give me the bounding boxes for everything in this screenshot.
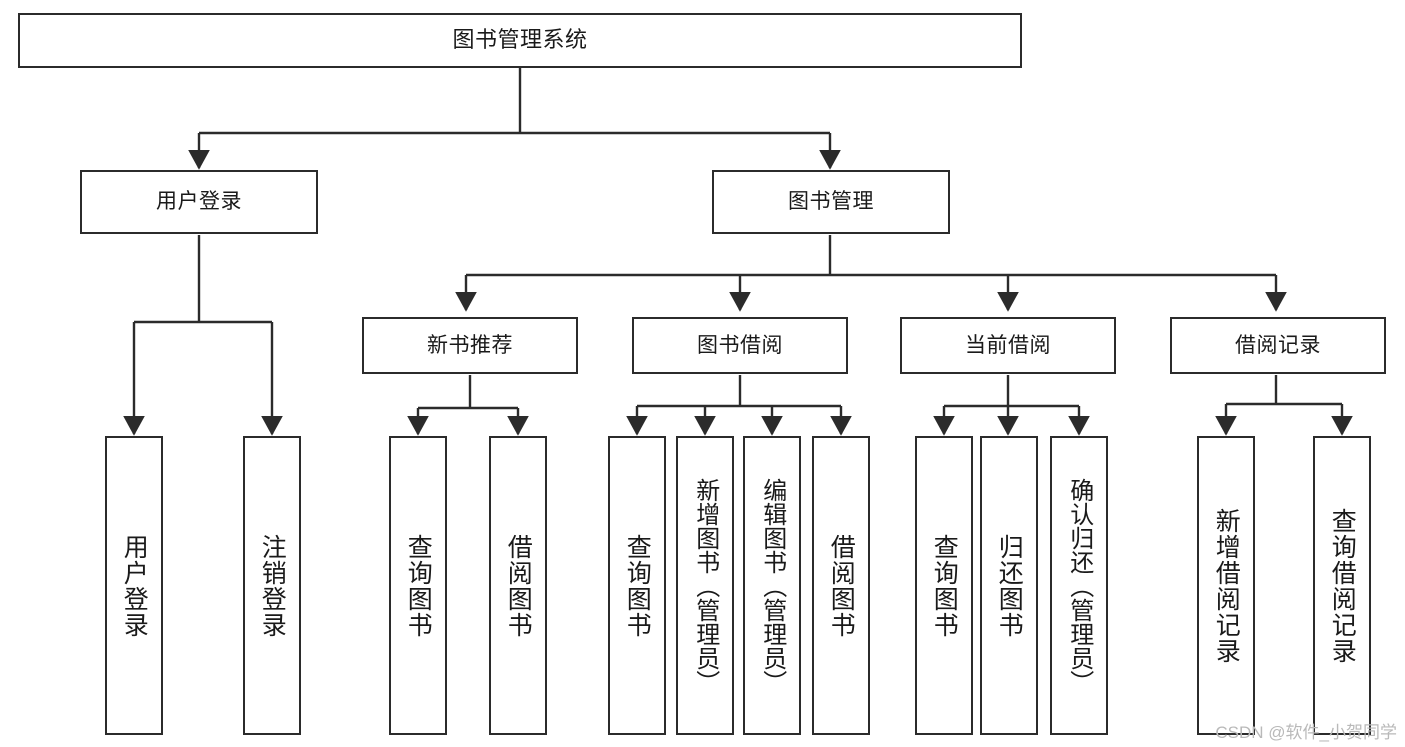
- node-label: 查询图书: [930, 533, 959, 638]
- node-root-library-system[interactable]: 图书管理系统: [18, 13, 1022, 68]
- csdn-watermark: CSDN @软件_小贺同学: [1215, 723, 1397, 742]
- node-current-borrow[interactable]: 当前借阅: [900, 317, 1116, 374]
- node-label: 用户登录: [156, 190, 242, 214]
- node-label: 借阅图书: [827, 533, 856, 638]
- node-label: 新增图书（管理员）: [691, 477, 719, 694]
- leaf-add-book-admin[interactable]: 新增图书（管理员）: [676, 436, 734, 735]
- node-label: 借阅记录: [1235, 333, 1321, 357]
- leaf-user-login[interactable]: 用户登录: [105, 436, 163, 735]
- node-label: 归还图书: [995, 533, 1024, 638]
- leaf-borrow-book-recommend[interactable]: 借阅图书: [489, 436, 547, 735]
- node-label: 注销登录: [258, 533, 287, 638]
- node-label: 当前借阅: [965, 333, 1051, 357]
- node-label: 图书管理系统: [452, 27, 588, 53]
- node-label: 图书借阅: [697, 333, 783, 357]
- node-user-login[interactable]: 用户登录: [80, 170, 318, 234]
- leaf-add-borrow-record[interactable]: 新增借阅记录: [1197, 436, 1255, 735]
- node-label: 图书管理: [788, 190, 874, 214]
- node-label: 新书推荐: [427, 333, 513, 357]
- node-label: 查询图书: [404, 533, 433, 638]
- leaf-edit-book-admin[interactable]: 编辑图书（管理员）: [743, 436, 801, 735]
- leaf-query-book-borrow[interactable]: 查询图书: [608, 436, 666, 735]
- node-label: 确认归还（管理员）: [1065, 477, 1093, 694]
- leaf-confirm-return-admin[interactable]: 确认归还（管理员）: [1050, 436, 1108, 735]
- leaf-user-logout[interactable]: 注销登录: [243, 436, 301, 735]
- node-book-borrow[interactable]: 图书借阅: [632, 317, 848, 374]
- node-label: 用户登录: [120, 533, 149, 638]
- leaf-query-book-current[interactable]: 查询图书: [915, 436, 973, 735]
- node-book-management[interactable]: 图书管理: [712, 170, 950, 234]
- leaf-query-book-recommend[interactable]: 查询图书: [389, 436, 447, 735]
- node-label: 查询图书: [623, 533, 652, 638]
- leaf-borrow-book[interactable]: 借阅图书: [812, 436, 870, 735]
- node-label: 编辑图书（管理员）: [758, 477, 786, 694]
- node-new-book-recommend[interactable]: 新书推荐: [362, 317, 578, 374]
- node-label: 借阅图书: [504, 533, 533, 638]
- leaf-query-borrow-record[interactable]: 查询借阅记录: [1313, 436, 1371, 735]
- node-label: 查询借阅记录: [1328, 507, 1357, 664]
- leaf-return-book[interactable]: 归还图书: [980, 436, 1038, 735]
- node-borrow-record[interactable]: 借阅记录: [1170, 317, 1386, 374]
- node-label: 新增借阅记录: [1212, 507, 1241, 664]
